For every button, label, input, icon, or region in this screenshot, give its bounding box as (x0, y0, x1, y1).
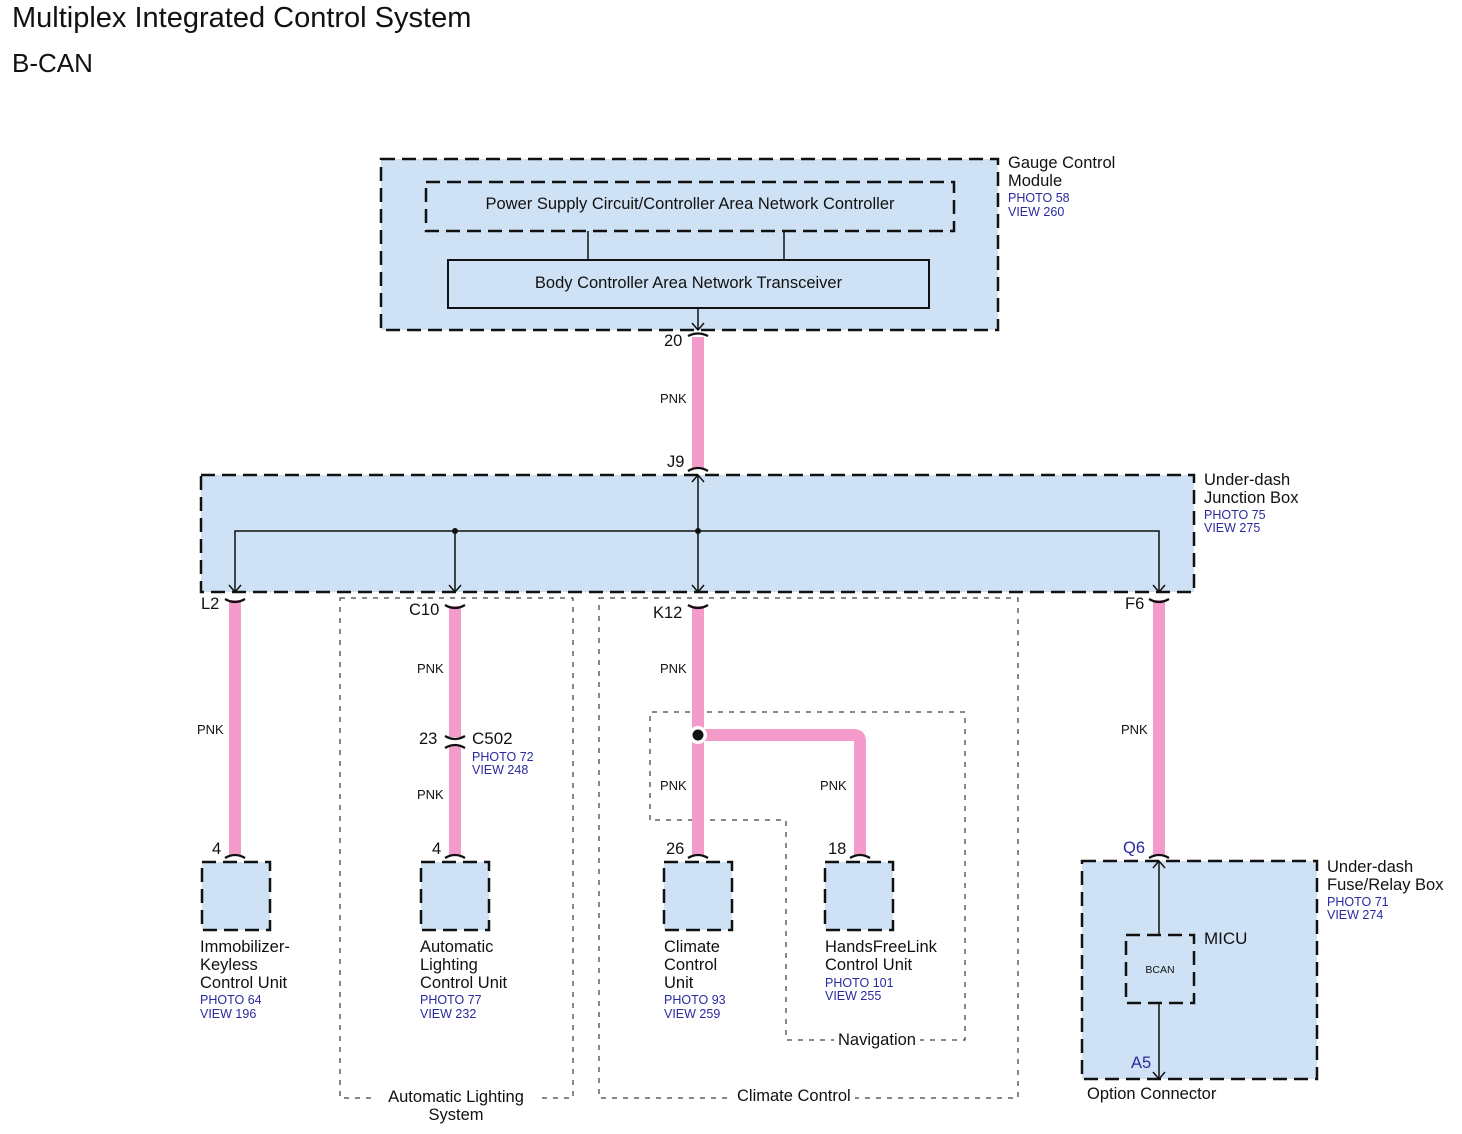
pin-f6: F6 (1125, 595, 1145, 613)
page-subtitle: B-CAN (12, 48, 93, 78)
c502-label: C502 (472, 729, 513, 748)
gauge-module-name-2: Module (1008, 172, 1063, 190)
climate-name-2: Control (664, 956, 718, 974)
pin-20: 20 (664, 332, 683, 350)
pin-4-immobilizer: 4 (212, 840, 222, 858)
junction-box-name-2: Junction Box (1204, 489, 1299, 507)
wire-label: PNK (417, 661, 444, 676)
pin-l2: L2 (201, 595, 220, 613)
transceiver-label: Body Controller Area Network Transceiver (534, 274, 843, 292)
pin-18: 18 (828, 840, 847, 858)
pin-j9: J9 (667, 453, 685, 471)
micu-label: MICU (1204, 929, 1248, 948)
gauge-module-view-link[interactable]: VIEW 260 (1008, 205, 1065, 219)
auto-lighting-view-link[interactable]: VIEW 232 (420, 1007, 477, 1021)
fuse-box-view-link[interactable]: VIEW 274 (1327, 908, 1384, 922)
climate-box (662, 860, 734, 932)
wire-label: PNK (660, 391, 687, 406)
wire-label: PNK (660, 778, 687, 793)
bcan-label: BCAN (1145, 964, 1175, 976)
fuse-box-name-1: Under-dash (1327, 858, 1414, 876)
option-connector-label: Option Connector (1087, 1085, 1217, 1103)
immobilizer-box (200, 860, 272, 932)
pin-26: 26 (666, 840, 685, 858)
fuse-box-name-2: Fuse/Relay Box (1327, 876, 1444, 894)
wire-label: PNK (1121, 722, 1148, 737)
handsfreelink-box (823, 860, 895, 932)
group-auto-lighting-line1: Automatic Lighting (388, 1088, 524, 1106)
transceiver-box (447, 259, 930, 309)
pin-4-auto-lighting: 4 (432, 840, 442, 858)
fuse-relay-box (1080, 859, 1319, 1081)
can-controller-label: Power Supply Circuit/Controller Area Net… (485, 195, 895, 213)
handsfreelink-view-link[interactable]: VIEW 255 (825, 989, 882, 1003)
group-climate-border (598, 597, 1019, 1099)
c502-photo-link[interactable]: PHOTO 72 (472, 750, 534, 764)
immobilizer-photo-link[interactable]: PHOTO 64 (200, 993, 262, 1007)
immobilizer-name-1: Immobilizer- (200, 938, 290, 956)
climate-name-1: Climate (664, 938, 720, 956)
handsfreelink-name-1: HandsFreeLink (825, 938, 937, 956)
wire-label: PNK (820, 778, 847, 793)
auto-lighting-photo-link[interactable]: PHOTO 77 (420, 993, 482, 1007)
page-title: Multiplex Integrated Control System (12, 2, 472, 34)
group-climate-label: Climate Control (733, 1087, 855, 1105)
group-navigation-label: Navigation (834, 1031, 920, 1049)
immobilizer-name-3: Control Unit (200, 974, 288, 992)
gauge-module-name-1: Gauge Control (1008, 154, 1116, 172)
junction-box-name-1: Under-dash (1204, 471, 1291, 489)
immobilizer-view-link[interactable]: VIEW 196 (200, 1007, 257, 1021)
handsfreelink-photo-link[interactable]: PHOTO 101 (825, 976, 894, 990)
group-auto-lighting-line2: System (428, 1106, 484, 1124)
climate-name-3: Unit (664, 974, 694, 992)
can-controller-box (424, 180, 956, 233)
auto-lighting-name-2: Lighting (420, 956, 478, 974)
gauge-module-photo-link[interactable]: PHOTO 58 (1008, 191, 1070, 205)
climate-view-link[interactable]: VIEW 259 (664, 1007, 721, 1021)
auto-lighting-name-1: Automatic (420, 938, 494, 956)
micu-box (1124, 933, 1196, 1005)
auto-lighting-box (419, 860, 491, 932)
fuse-box-photo-link[interactable]: PHOTO 71 (1327, 895, 1389, 909)
wire-label: PNK (197, 722, 224, 737)
c502-view-link[interactable]: VIEW 248 (472, 763, 529, 777)
junction-box-photo-link[interactable]: PHOTO 75 (1204, 508, 1266, 522)
wire-label: PNK (417, 787, 444, 802)
group-navigation-border (649, 711, 966, 1041)
group-auto-lighting-label: Automatic Lighting System (374, 1088, 538, 1124)
pin-a5: A5 (1131, 1054, 1152, 1072)
pnk-wires (229, 337, 1165, 855)
junction-box-view-link[interactable]: VIEW 275 (1204, 521, 1261, 535)
climate-photo-link[interactable]: PHOTO 93 (664, 993, 726, 1007)
wire-label: PNK (660, 661, 687, 676)
pin-k12: K12 (653, 604, 683, 622)
auto-lighting-name-3: Control Unit (420, 974, 508, 992)
pin-c10: C10 (409, 601, 440, 619)
pin-23: 23 (419, 730, 438, 748)
handsfreelink-name-2: Control Unit (825, 956, 913, 974)
pin-q6: Q6 (1123, 839, 1146, 857)
immobilizer-name-2: Keyless (200, 956, 258, 974)
